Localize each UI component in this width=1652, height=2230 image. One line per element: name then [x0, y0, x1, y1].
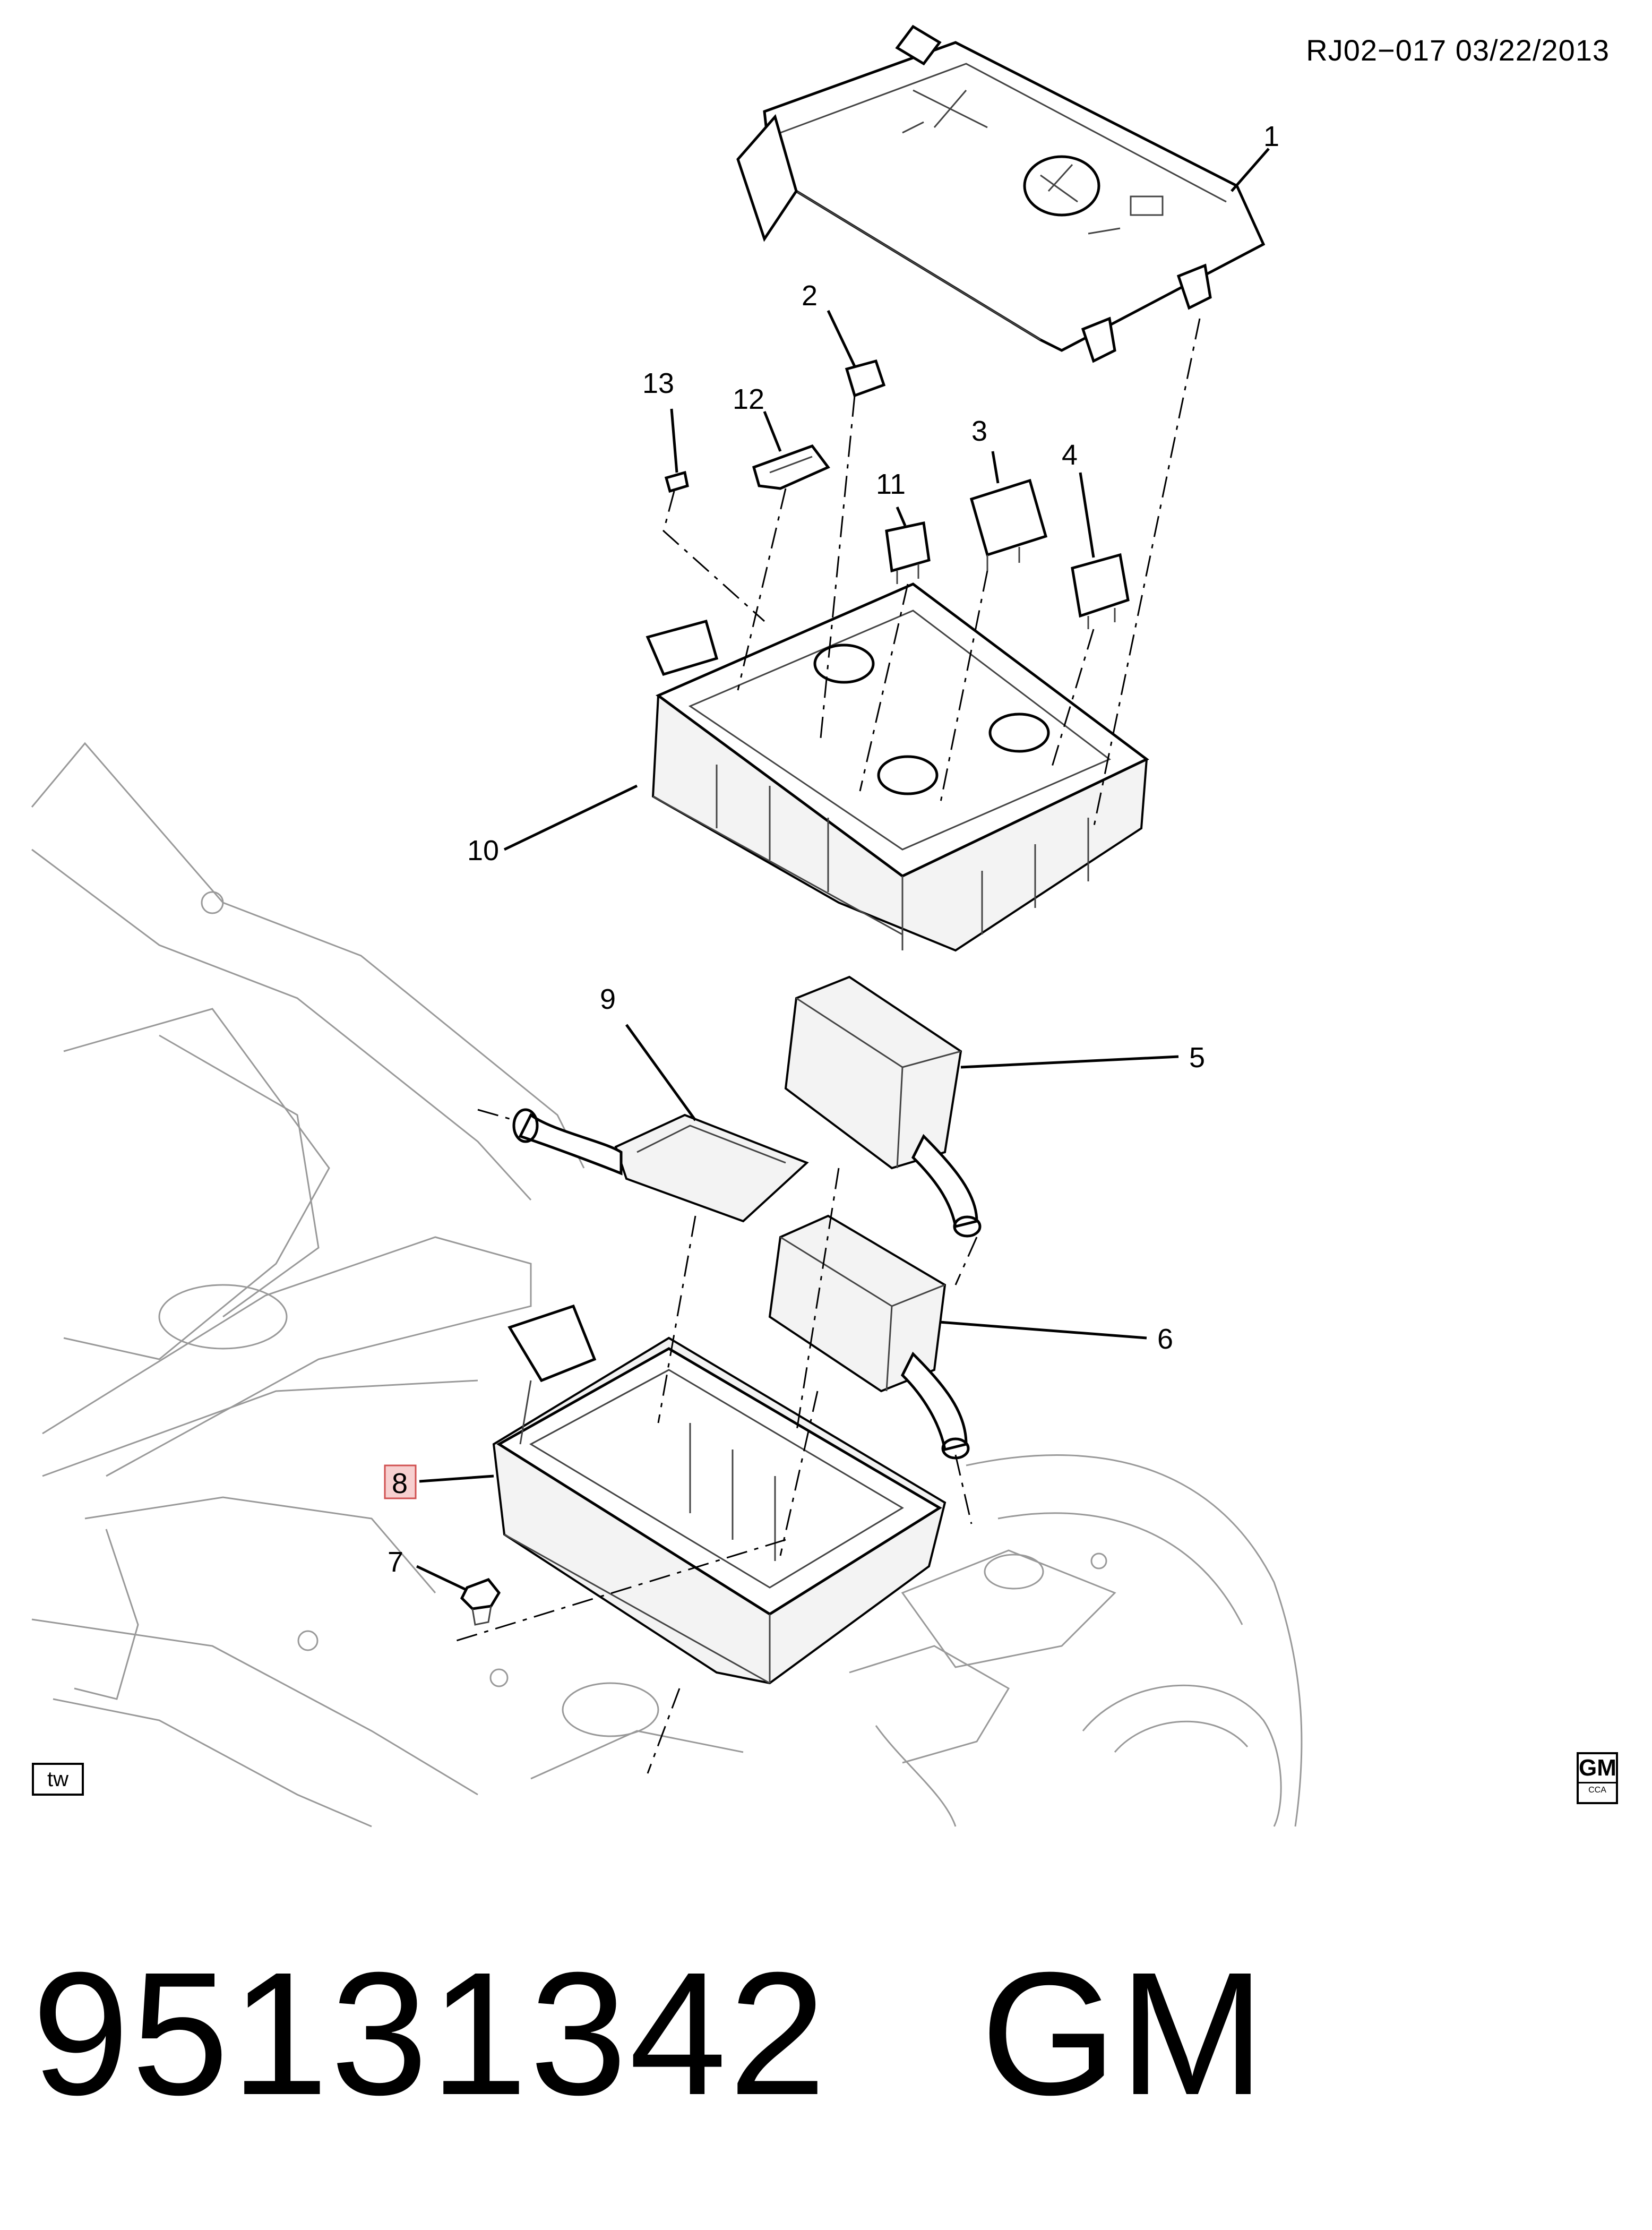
callout-13: 13 [642, 367, 674, 399]
callout-leader-lines [416, 148, 1270, 1592]
callout-4: 4 [1062, 439, 1078, 471]
callout-7: 7 [388, 1546, 403, 1578]
callout-2: 2 [802, 280, 818, 312]
callout-3: 3 [971, 415, 987, 447]
gm-logo: GM CCA [1577, 1752, 1618, 1804]
callout-labels: 1 2 13 12 3 4 11 10 9 5 6 8 7 [384, 121, 1279, 1578]
vehicle-body-left [31, 742, 744, 1828]
callout-6: 6 [1157, 1323, 1173, 1355]
callout-10: 10 [467, 835, 499, 867]
part-8-fuse-block-tray [492, 1304, 947, 1685]
part-13-mini-fuse [664, 470, 689, 493]
gm-logo-subtext: CCA [1579, 1782, 1616, 1797]
drawing-reference: RJ02−017 03/22/2013 [1306, 33, 1610, 67]
callout-11: 11 [876, 468, 906, 500]
vehicle-body-right [849, 1454, 1303, 1827]
part-7-nut [460, 1578, 501, 1626]
part-number: 95131342 [32, 1935, 829, 2131]
callout-8: 8 [392, 1468, 408, 1499]
part-1-fuse-block-cover [736, 24, 1266, 363]
callout-8-highlight [384, 1464, 417, 1499]
part-2-fuse-puller [845, 359, 886, 398]
callout-12: 12 [733, 383, 764, 415]
part-number-footer: 95131342 GM [32, 1933, 1267, 2134]
part-4-relay [1071, 553, 1130, 629]
brand-name: GM [980, 1935, 1267, 2131]
gm-logo-text: GM [1579, 1755, 1616, 1781]
callout-9: 9 [600, 983, 616, 1015]
part-5-connector [784, 975, 982, 1238]
part-12-fuse [752, 444, 830, 490]
part-11-micro-relay [885, 521, 931, 584]
part-6-connector [768, 1214, 970, 1460]
part-10-fuse-block [646, 582, 1149, 952]
part-9-connector [512, 1108, 809, 1223]
callout-5: 5 [1189, 1042, 1205, 1074]
assembly-center-lines [456, 318, 1201, 1774]
part-3-relay [969, 478, 1048, 571]
view-tag: tw [32, 1763, 84, 1796]
callout-1: 1 [1263, 121, 1279, 152]
